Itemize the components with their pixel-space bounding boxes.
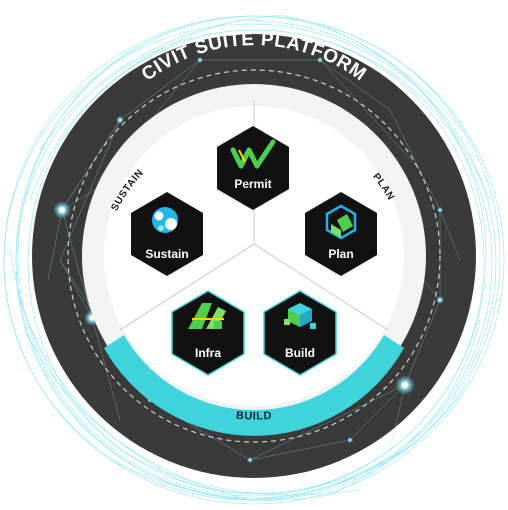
outer-network-mesh	[3, 14, 505, 505]
app-label-infra: Infra	[195, 346, 221, 360]
app-plan[interactable]: Plan	[305, 192, 377, 276]
infra-road-icon	[188, 303, 226, 329]
app-label-build: Build	[285, 346, 315, 360]
plan-cube-icon	[325, 204, 357, 240]
build-blocks-icon	[284, 303, 316, 329]
permit-check-icon	[230, 139, 276, 169]
app-permit[interactable]: Permit	[217, 126, 289, 210]
sustain-bubbles-icon	[152, 207, 178, 233]
app-label-plan: Plan	[328, 247, 353, 261]
phase-label-build: BUILD	[235, 410, 272, 423]
app-build[interactable]: Build	[263, 290, 337, 376]
build-arc	[104, 335, 404, 436]
dashed-orbit	[67, 69, 441, 443]
app-sustain[interactable]: Sustain	[131, 192, 203, 276]
app-label-permit: Permit	[234, 177, 271, 191]
app-label-sustain: Sustain	[145, 247, 188, 261]
app-infra[interactable]: Infra	[171, 290, 245, 376]
